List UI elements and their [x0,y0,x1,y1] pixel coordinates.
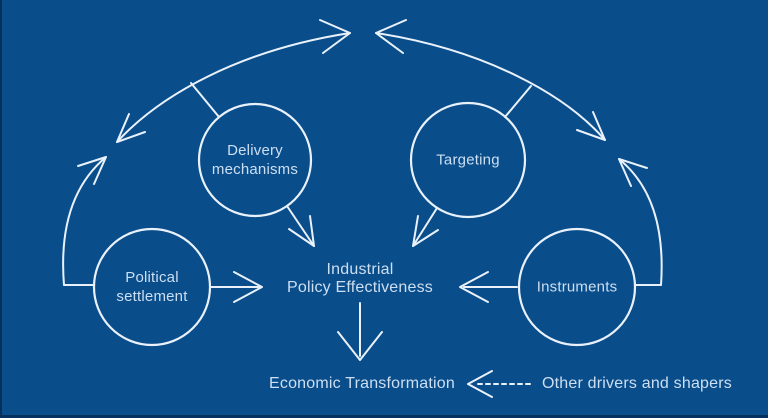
arrowhead-instruments-to-center [459,271,489,303]
industrial-policy-line2: Policy Effectiveness [287,279,433,296]
arrowhead-arc-left-bottom [116,113,146,143]
tick-arc-to-targeting [504,85,532,118]
arrowhead-arc-left-top [319,19,351,54]
targeting-label: Targeting [436,151,500,169]
arrowhead-delivery-to-center [288,215,315,247]
bracket-arc-instruments [618,158,663,286]
delivery-mechanisms-circle [197,102,313,218]
arrowhead-arc-right-top [375,19,407,54]
economic-transformation-label: Economic Transformation [268,375,456,392]
tick-arc-to-delivery [190,82,220,118]
arrow-delivery-to-center [286,205,315,247]
industrial-policy-line1: Industrial [326,261,394,278]
arrowhead-center-to-outcome [337,331,383,361]
cycle-arc-left [116,32,351,143]
delivery-mechanisms-label: Delivery mechanisms [211,142,299,178]
cycle-arc-right [375,32,606,141]
political-settlement-label: Political settlement [116,269,188,305]
industrial-policy-effectiveness-label: Industrial Policy Effectiveness [287,261,433,297]
arrowhead-political-to-center [233,271,263,303]
targeting-circle [409,101,527,219]
arrowhead-targeting-to-center [412,215,439,247]
instruments-label: Instruments [536,278,618,296]
arrowhead-bracket-left [77,156,107,185]
instruments-circle [517,227,637,347]
bracket-arc-political [62,156,107,286]
arrowhead-other-drivers [467,370,493,398]
arrow-targeting-to-center [412,207,438,247]
arrowhead-bracket-right [618,158,648,187]
arrowhead-arc-right-bottom [576,111,606,141]
other-drivers-label: Other drivers and shapers [542,375,732,392]
